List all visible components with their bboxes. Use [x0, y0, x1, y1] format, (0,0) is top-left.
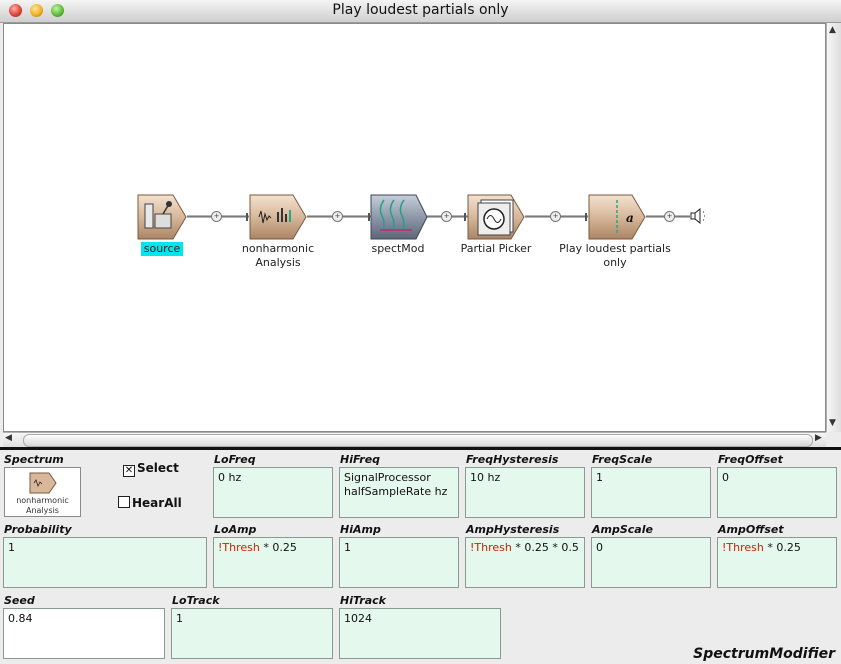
hifreq-field[interactable]: SignalProcessor halfSampleRate hz	[339, 467, 459, 518]
source-module-icon[interactable]	[137, 194, 187, 240]
output-module-label-line1: Play loudest partials	[559, 242, 671, 255]
horizontal-scrollbar[interactable]: ◀ ▶	[3, 432, 826, 447]
partial-picker-module-label[interactable]: Partial Picker	[460, 242, 532, 255]
wire-connector-icon[interactable]: +	[550, 211, 561, 222]
scroll-up-arrow-icon[interactable]: ▲	[829, 25, 836, 35]
select-checkbox[interactable]: ✕Select	[123, 461, 179, 477]
source-module-label[interactable]: source	[141, 242, 183, 256]
seed-label: Seed	[4, 594, 35, 607]
output-module-label-line2: only	[603, 256, 627, 269]
lotrack-field[interactable]: 1	[171, 608, 333, 659]
zoom-window-button[interactable]	[51, 4, 64, 17]
input-tick-icon	[585, 213, 587, 221]
signal-flow-canvas[interactable]: + + + + + source nonharmonic Analysis	[3, 23, 826, 432]
speaker-output-icon	[690, 208, 705, 224]
ampoffset-label: AmpOffset	[718, 523, 784, 536]
probability-label: Probability	[4, 523, 72, 536]
probability-field[interactable]: 1	[3, 537, 207, 588]
hifreq-value-line2: halfSampleRate hz	[344, 485, 448, 498]
spectrum-thumbnail-label-line1: nonharmonic	[16, 496, 69, 505]
amphysteresis-field[interactable]: !Thresh * 0.25 * 0.5	[465, 537, 585, 588]
seed-field[interactable]: 0.84	[3, 608, 165, 659]
input-tick-icon	[368, 213, 370, 221]
wire-connector-icon[interactable]: +	[211, 211, 222, 222]
loamp-field[interactable]: !Thresh * 0.25	[213, 537, 333, 588]
input-tick-icon	[246, 213, 248, 221]
class-name-label: SpectrumModifier	[693, 646, 835, 662]
analysis-module-icon[interactable]	[249, 194, 307, 240]
freqscale-field[interactable]: 1	[591, 467, 711, 518]
freqhysteresis-label: FreqHysteresis	[466, 453, 559, 466]
freqoffset-label: FreqOffset	[718, 453, 783, 466]
minimize-window-button[interactable]	[30, 4, 43, 17]
ampoffset-variable: !Thresh	[722, 541, 764, 554]
select-checkbox-label: Select	[137, 461, 179, 475]
scroll-down-arrow-icon[interactable]: ▼	[829, 418, 836, 428]
horizontal-scroll-thumb[interactable]	[23, 434, 813, 447]
wire-connector-icon[interactable]: +	[664, 211, 675, 222]
hifreq-label: HiFreq	[340, 453, 381, 466]
spectrum-label: Spectrum	[4, 453, 64, 466]
ampoffset-expression: * 0.25	[763, 541, 801, 554]
title-bar: Play loudest partials only	[0, 0, 841, 23]
spectmod-module-label[interactable]: spectMod	[371, 242, 425, 255]
amphysteresis-variable: !Thresh	[470, 541, 512, 554]
wire-connector-icon[interactable]: +	[332, 211, 343, 222]
freqscale-label: FreqScale	[592, 453, 653, 466]
analysis-thumbnail-icon	[29, 472, 57, 494]
loamp-expression: * 0.25	[259, 541, 297, 554]
analysis-module-label-line1: nonharmonic	[241, 242, 315, 255]
ampoffset-field[interactable]: !Thresh * 0.25	[717, 537, 837, 588]
output-module-glyph: a	[626, 211, 634, 225]
panel-divider	[0, 447, 841, 450]
vertical-scrollbar[interactable]: ▲ ▼	[826, 23, 841, 432]
lofreq-label: LoFreq	[214, 453, 256, 466]
window-title: Play loudest partials only	[332, 2, 509, 18]
spectrum-thumbnail-label-line2: Analysis	[26, 506, 59, 515]
ampscale-field[interactable]: 0	[591, 537, 711, 588]
freqoffset-field[interactable]: 0	[717, 467, 837, 518]
spectmod-module-icon[interactable]	[370, 194, 428, 240]
hearall-checkbox-label: HearAll	[132, 496, 182, 510]
scroll-right-arrow-icon[interactable]: ▶	[815, 433, 822, 443]
spectrum-input-thumbnail[interactable]: nonharmonic Analysis	[4, 467, 81, 517]
output-module-icon[interactable]: a	[588, 194, 646, 240]
lofreq-field[interactable]: 0 hz	[213, 467, 333, 518]
ampscale-label: AmpScale	[592, 523, 653, 536]
hiamp-field[interactable]: 1	[339, 537, 459, 588]
freqhysteresis-field[interactable]: 10 hz	[465, 467, 585, 518]
analysis-module-label-line2: Analysis	[255, 256, 301, 269]
partial-picker-module-icon[interactable]	[467, 194, 525, 240]
hearall-checkbox[interactable]: HearAll	[118, 496, 182, 510]
scroll-left-arrow-icon[interactable]: ◀	[5, 433, 12, 443]
analysis-module-label[interactable]: nonharmonic Analysis	[234, 242, 322, 270]
loamp-label: LoAmp	[214, 523, 257, 536]
amphysteresis-label: AmpHysteresis	[466, 523, 560, 536]
loamp-variable: !Thresh	[218, 541, 260, 554]
hifreq-value-line1: SignalProcessor	[344, 471, 431, 484]
hiamp-label: HiAmp	[340, 523, 381, 536]
close-window-button[interactable]	[9, 4, 22, 17]
hitrack-label: HiTrack	[340, 594, 386, 607]
wire-connector-icon[interactable]: +	[441, 211, 452, 222]
amphysteresis-expression: * 0.25 * 0.5	[511, 541, 579, 554]
unchecked-box-icon	[118, 496, 130, 508]
hitrack-field[interactable]: 1024	[339, 608, 501, 659]
lotrack-label: LoTrack	[172, 594, 220, 607]
checked-box-icon: ✕	[123, 465, 135, 477]
input-tick-icon	[464, 213, 466, 221]
output-module-label[interactable]: Play loudest partials only	[556, 242, 674, 270]
